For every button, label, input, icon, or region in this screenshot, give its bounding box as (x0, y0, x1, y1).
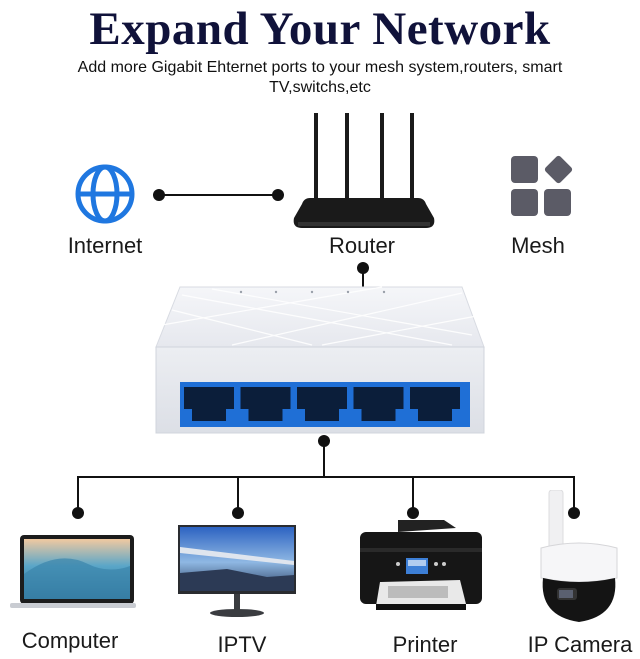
drop-line (412, 476, 414, 508)
ethernet-port (184, 387, 234, 421)
ethernet-port (297, 387, 347, 421)
page-title: Expand Your Network (89, 3, 551, 55)
printer-icon (360, 520, 482, 610)
network-switch (155, 286, 485, 434)
router-icon (293, 113, 435, 228)
label-internet: Internet (67, 233, 143, 258)
connector-dot (568, 507, 580, 519)
connector-dot (407, 507, 419, 519)
drop-line (573, 476, 575, 508)
ethernet-port (353, 387, 404, 421)
apps-grid-icon (511, 155, 573, 216)
label-router: Router (328, 233, 396, 258)
globe-icon (75, 164, 135, 224)
label-mesh: Mesh (511, 233, 565, 258)
connector-line (323, 440, 325, 477)
connector-dot (232, 507, 244, 519)
ethernet-port (240, 387, 291, 421)
label-ip-camera: IP Camera (527, 632, 633, 657)
label-iptv: IPTV (217, 632, 267, 657)
ethernet-port (410, 387, 460, 421)
drop-line (237, 476, 239, 508)
connector-line (362, 268, 364, 288)
connector-line (159, 194, 278, 196)
label-printer: Printer (392, 632, 458, 657)
label-computer: Computer (21, 628, 119, 653)
page-subtitle: Add more Gigabit Ehternet ports to your … (77, 59, 563, 96)
laptop-icon (10, 535, 136, 608)
bus-line (77, 476, 575, 478)
monitor-icon (178, 525, 296, 617)
connector-dot (272, 189, 284, 201)
drop-line (77, 476, 79, 508)
connector-dot (72, 507, 84, 519)
camera-icon (540, 490, 618, 622)
